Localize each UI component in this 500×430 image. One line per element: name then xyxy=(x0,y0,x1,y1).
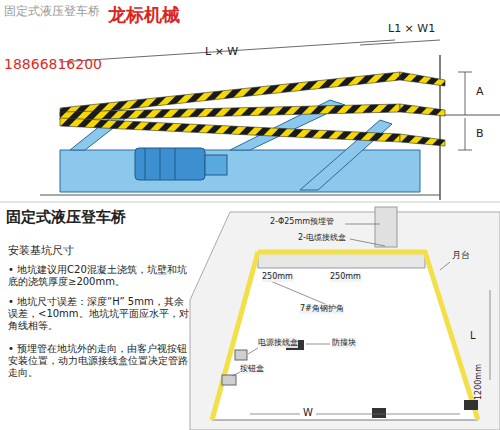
dimension-label: L1 × W1 xyxy=(388,22,435,35)
section-heading: 安装基坑尺寸 xyxy=(8,244,74,257)
part-label: 电源接线盒 xyxy=(258,338,298,348)
part-label: 2-Φ25mm预埋管 xyxy=(270,217,334,227)
dimension-label: B xyxy=(476,127,484,140)
dimension-label: L xyxy=(470,330,476,342)
note-text: • 地坑建议用C20混凝土浇筑，坑壁和坑底的浇筑厚度≥200mm。 xyxy=(8,264,193,288)
part-label: 按钮盒 xyxy=(240,364,264,374)
part-label: 防撞块 xyxy=(332,338,356,348)
note-text: • 预埋管在地坑外的走向，由客户视按钮安装位置，动力电源接线盒位置决定管路走向。 xyxy=(8,343,193,379)
dimension-label: 250mm xyxy=(262,272,293,282)
part-label: 月台 xyxy=(452,250,470,261)
dimension-label: W xyxy=(303,407,313,419)
diagram-title: 固定式液压登车桥 xyxy=(6,208,126,226)
dimension-label: 1200mm xyxy=(474,364,484,400)
part-label: 2-电缆接线盒 xyxy=(298,233,346,243)
dimension-label: L × W xyxy=(205,45,238,58)
dimension-label: A xyxy=(476,85,484,98)
part-label: 7#角钢护角 xyxy=(300,304,344,314)
brand-logo: 龙标机械 xyxy=(108,4,180,26)
phone-number: 18866816200 xyxy=(4,56,102,73)
watermark-title: 固定式液压登车桥 xyxy=(4,4,100,18)
dimension-label: 250mm xyxy=(330,272,361,282)
note-text: • 地坑尺寸误差：深度“H” 5mm，其余误差，<10mm。地坑坑平面应水平，对… xyxy=(8,296,193,332)
